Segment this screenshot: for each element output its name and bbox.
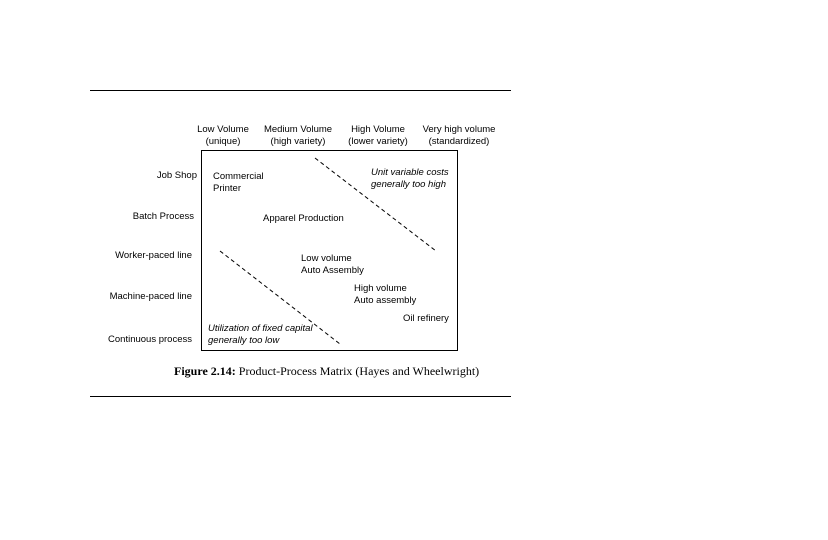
row-label-job-shop: Job Shop: [156, 170, 197, 181]
cell-low-volume-auto-assembly: Low volume Auto Assembly: [301, 253, 364, 277]
column-header-line2: (high variety): [270, 136, 326, 147]
column-header-medium-volume: Medium Volume (high variety): [259, 124, 337, 148]
column-header-line1: Medium Volume: [263, 124, 333, 135]
annotation-unit-variable-costs: Unit variable costs generally too high: [371, 167, 449, 191]
column-header-line2: (lower variety): [348, 136, 408, 147]
figure-caption: Figure 2.14: Product-Process Matrix (Hay…: [174, 364, 479, 378]
bottom-rule: [90, 396, 511, 397]
top-rule: [90, 90, 511, 91]
column-header-high-volume: High Volume (lower variety): [341, 124, 415, 148]
column-header-line1: Very high volume: [422, 124, 496, 135]
cell-line1: High volume: [354, 283, 407, 294]
matrix-box: [201, 150, 458, 351]
cell-high-volume-auto-assembly: High volume Auto assembly: [354, 283, 416, 307]
column-header-line2: (standardized): [428, 136, 490, 147]
cell-line2: Auto Assembly: [301, 265, 364, 276]
row-label-batch-process: Batch Process: [132, 211, 194, 222]
column-header-low-volume: Low Volume (unique): [192, 124, 254, 148]
row-label-machine-paced-line: Machine-paced line: [109, 291, 192, 302]
figure-caption-label: Figure 2.14:: [174, 364, 236, 378]
row-label-continuous-process: Continuous process: [108, 334, 192, 345]
column-header-line2: (unique): [205, 136, 241, 147]
annotation-line1: Unit variable costs: [371, 167, 449, 178]
annotation-line1: Utilization of fixed capital: [208, 323, 313, 334]
figure-caption-text: Product-Process Matrix (Hayes and Wheelw…: [235, 364, 480, 378]
column-header-very-high-volume: Very high volume (standardized): [418, 124, 500, 148]
annotation-line2: generally too low: [208, 335, 280, 346]
cell-oil-refinery: Oil refinery: [403, 313, 449, 324]
column-header-line1: High Volume: [351, 124, 405, 135]
cell-line1: Low volume: [301, 253, 352, 264]
cell-apparel-production: Apparel Production: [263, 213, 344, 224]
cell-commercial-printer: Commercial Printer: [213, 171, 264, 195]
column-header-line1: Low Volume: [197, 124, 249, 135]
annotation-utilization-fixed-capital: Utilization of fixed capital generally t…: [208, 323, 313, 347]
cell-line2: Printer: [213, 183, 241, 194]
row-label-worker-paced-line: Worker-paced line: [115, 250, 192, 261]
annotation-line2: generally too high: [371, 179, 446, 190]
cell-line2: Auto assembly: [354, 295, 417, 306]
cell-line1: Commercial: [213, 171, 264, 182]
